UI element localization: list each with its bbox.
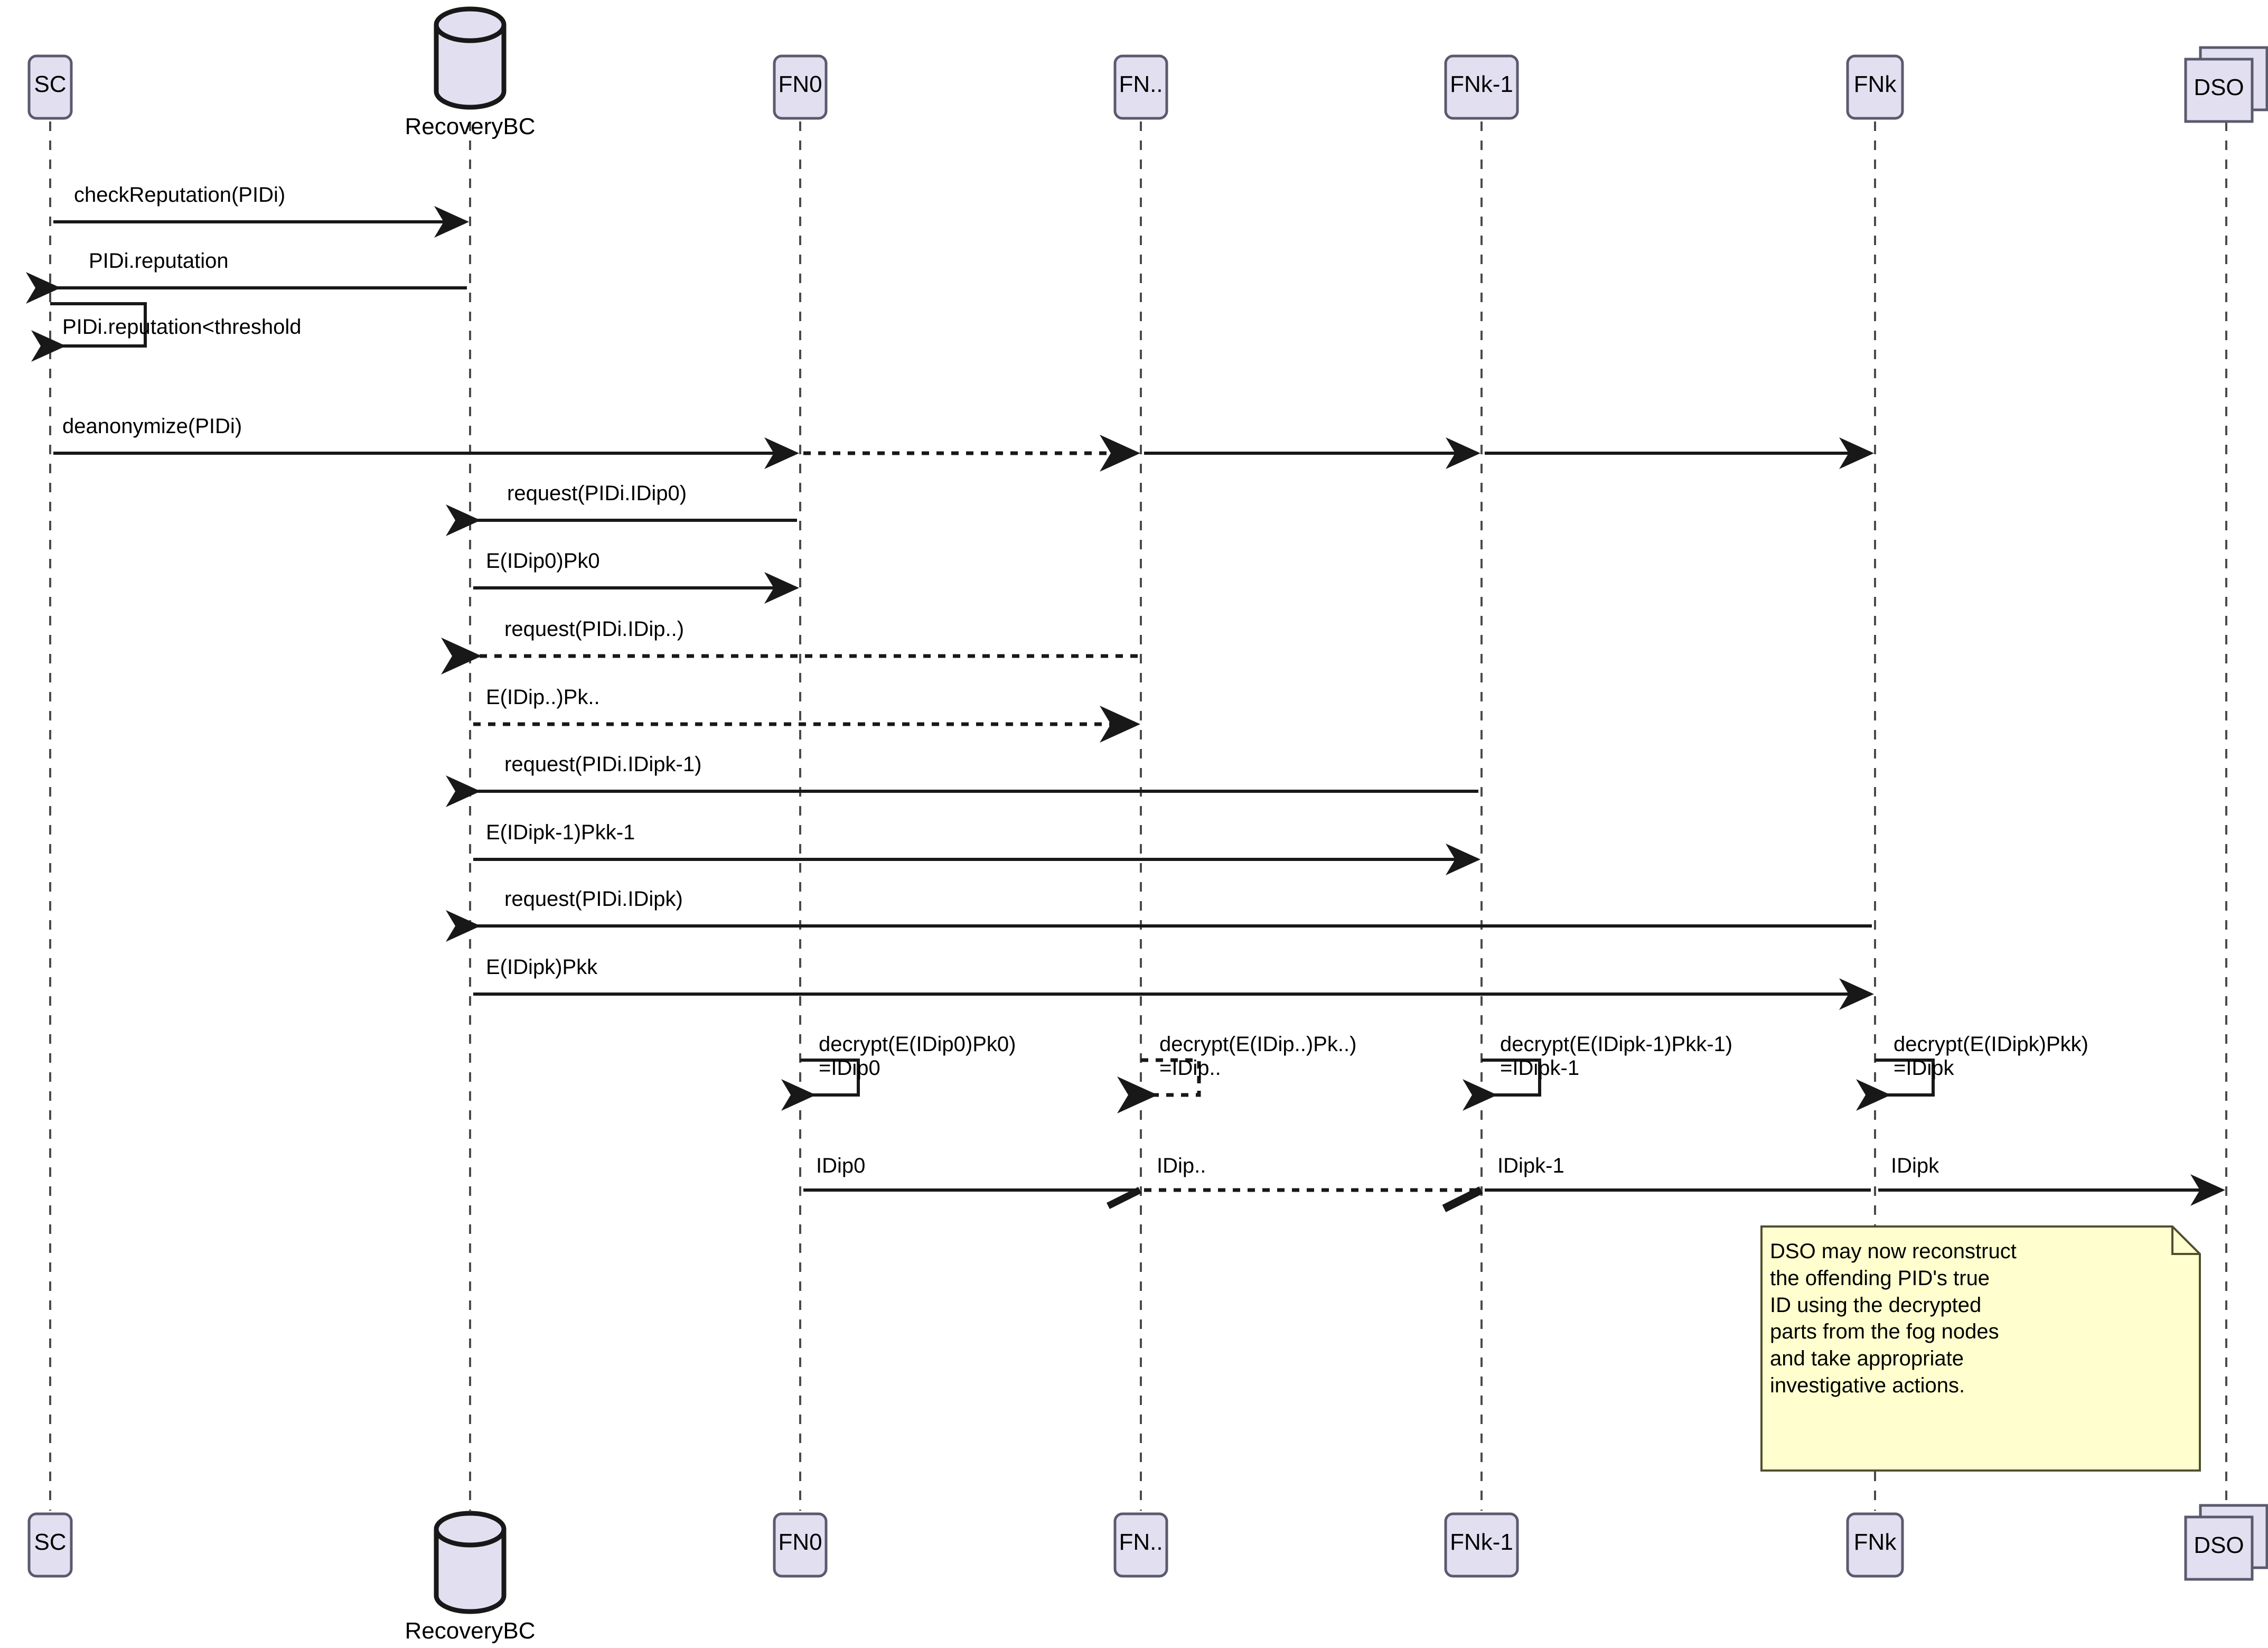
participant-cylinder-recoverybc[interactable] bbox=[434, 1511, 507, 1614]
message-label-m6: E(IDip0)Pk0 bbox=[486, 549, 600, 573]
participant-sc[interactable] bbox=[27, 1512, 73, 1578]
participant-sc[interactable] bbox=[27, 54, 73, 120]
participant-box-fn0[interactable] bbox=[773, 54, 828, 120]
participant-label-fn0: FN0 bbox=[778, 1529, 822, 1555]
message-label-m1: checkReputation(PIDi) bbox=[74, 183, 286, 207]
participant-label-sc: SC bbox=[34, 1529, 67, 1555]
participant-fnk1[interactable] bbox=[1444, 1512, 1519, 1578]
note-body bbox=[1760, 1225, 2201, 1472]
participant-fnk1[interactable] bbox=[1444, 54, 1519, 120]
message-label-m9: request(PIDi.IDipk-1) bbox=[504, 753, 702, 776]
message-label-m10: E(IDipk-1)Pkk-1 bbox=[486, 821, 635, 844]
participant-box-sc[interactable] bbox=[27, 54, 73, 120]
self-message-m16[interactable] bbox=[1856, 1059, 1935, 1111]
participant-dso[interactable] bbox=[2184, 1504, 2268, 1581]
message-label-m8: E(IDip..)Pk.. bbox=[486, 686, 600, 709]
participant-recoverybc[interactable] bbox=[434, 6, 507, 110]
note-dso-group bbox=[1760, 1225, 2201, 1472]
participant-label-sc: SC bbox=[34, 71, 67, 97]
message-label-m13: decrypt(E(IDip0)Pk0) =IDip0 bbox=[819, 1033, 1016, 1080]
participant-label-recoverybc: RecoveryBC bbox=[405, 1618, 536, 1644]
participant-cylinder-top-recoverybc bbox=[434, 1529, 507, 1548]
participant-fnk[interactable] bbox=[1846, 1512, 1904, 1578]
self-message-m15[interactable] bbox=[1463, 1059, 1541, 1111]
participant-label-fnk1: FNk-1 bbox=[1450, 1529, 1513, 1555]
participant-box-fnk1[interactable] bbox=[1444, 54, 1519, 120]
participant-label-fnk: FNk bbox=[1853, 71, 1897, 97]
participant-cylinder-recoverybc[interactable] bbox=[434, 6, 507, 110]
self-message-m13[interactable] bbox=[781, 1059, 860, 1111]
participant-box-fnk[interactable] bbox=[1846, 1512, 1904, 1578]
participant-label-fn0: FN0 bbox=[778, 71, 822, 97]
participant-fndots[interactable] bbox=[1113, 1512, 1168, 1578]
participant-box-fnk[interactable] bbox=[1846, 54, 1904, 120]
message-label-m4a: deanonymize(PIDi) bbox=[62, 415, 242, 438]
message-label-m17a: IDip0 bbox=[816, 1154, 866, 1177]
participant-label-fnk1: FNk-1 bbox=[1450, 71, 1513, 97]
message-label-m2: PIDi.reputation bbox=[89, 249, 229, 273]
participant-box-front-dso[interactable] bbox=[2184, 58, 2254, 123]
participant-box-front-dso[interactable] bbox=[2184, 1515, 2254, 1581]
message-label-m15: decrypt(E(IDipk-1)Pkk-1) =IDipk-1 bbox=[1500, 1033, 1733, 1080]
self-message-m14[interactable] bbox=[1117, 1058, 1201, 1113]
participant-fndots[interactable] bbox=[1113, 54, 1168, 120]
message-label-m7: request(PIDi.IDip..) bbox=[504, 617, 685, 641]
participant-label-dso: DSO bbox=[2194, 74, 2244, 100]
participant-box-sc[interactable] bbox=[27, 1512, 73, 1578]
participant-fn0[interactable] bbox=[773, 54, 828, 120]
message-label-m5: request(PIDi.IDip0) bbox=[507, 482, 687, 505]
participant-label-fndots: FN.. bbox=[1119, 71, 1163, 97]
message-label-m3: PIDi.reputation<threshold bbox=[62, 315, 302, 339]
participant-fn0[interactable] bbox=[773, 1512, 828, 1578]
participant-cylinder-top-recoverybc bbox=[434, 24, 507, 43]
note-fold-corner bbox=[2171, 1226, 2200, 1255]
participant-label-fnk: FNk bbox=[1853, 1529, 1897, 1555]
participant-label-fndots: FN.. bbox=[1119, 1529, 1163, 1555]
participant-box-fnk1[interactable] bbox=[1444, 1512, 1519, 1578]
message-label-m17c: IDipk-1 bbox=[1497, 1154, 1564, 1177]
participant-label-recoverybc: RecoveryBC bbox=[405, 114, 536, 139]
message-label-m17b: IDip.. bbox=[1157, 1154, 1206, 1177]
participant-box-fndots[interactable] bbox=[1113, 1512, 1168, 1578]
message-label-m17d: IDipk bbox=[1891, 1154, 1939, 1177]
participant-dso[interactable] bbox=[2184, 46, 2268, 123]
note-text: DSO may now reconstruct the offending PI… bbox=[1770, 1240, 2017, 1397]
participant-box-fndots[interactable] bbox=[1113, 54, 1168, 120]
participant-box-fn0[interactable] bbox=[773, 1512, 828, 1578]
participant-recoverybc[interactable] bbox=[434, 1511, 507, 1614]
participant-label-dso: DSO bbox=[2194, 1532, 2244, 1558]
message-label-m12: E(IDipk)Pkk bbox=[486, 956, 598, 979]
message-label-m11: request(PIDi.IDipk) bbox=[504, 887, 683, 911]
self-message-m3[interactable] bbox=[31, 302, 147, 362]
message-label-m14: decrypt(E(IDip..)Pk..) =IDip.. bbox=[1159, 1033, 1357, 1080]
participant-fnk[interactable] bbox=[1846, 54, 1904, 120]
message-label-m16: decrypt(E(IDipk)Pkk) =IDipk bbox=[1894, 1033, 2088, 1080]
